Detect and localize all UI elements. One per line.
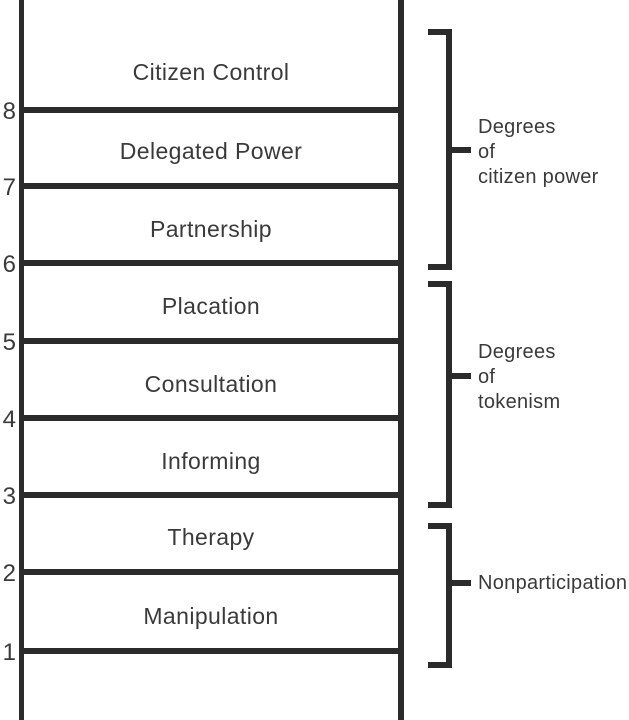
rung-number-7: 7 (2, 174, 16, 201)
step-label-manipulation: Manipulation (143, 603, 279, 629)
group-label-line: of (478, 141, 496, 163)
group-label-nonparticipation: Nonparticipation (478, 571, 627, 596)
rung-line-7 (19, 183, 404, 189)
rung-line-4 (19, 415, 404, 421)
group-label-citizen-power: Degrees of citizen power (478, 115, 599, 190)
group-label-line: tokenism (478, 391, 561, 413)
rung-number-4: 4 (2, 406, 16, 433)
rung-line-3 (19, 492, 404, 498)
rung-line-5 (19, 338, 404, 344)
bracket-nonparticipation (428, 523, 452, 668)
step-label-delegated-power: Delegated Power (119, 138, 303, 164)
group-label-line: Degrees (478, 116, 556, 138)
rung-number-3: 3 (2, 483, 16, 510)
rung-line-1 (19, 648, 404, 654)
rung-line-8 (19, 107, 404, 113)
rung-line-2 (19, 569, 404, 575)
group-label-line: Degrees (478, 341, 556, 363)
group-label-tokenism: Degrees of tokenism (478, 340, 560, 415)
rung-number-6: 6 (2, 251, 16, 278)
rung-number-5: 5 (2, 329, 16, 356)
bracket-nonparticipation-tick (452, 580, 471, 586)
group-label-line: citizen power (478, 166, 599, 188)
bracket-citizen-power (428, 29, 452, 270)
step-label-therapy: Therapy (167, 524, 255, 550)
step-label-partnership: Partnership (149, 216, 273, 242)
rung-number-8: 8 (2, 98, 16, 125)
bracket-tokenism-tick (452, 373, 471, 379)
step-label-consultation: Consultation (144, 371, 278, 397)
group-label-line: Nonparticipation (478, 572, 628, 594)
ladder-right-rail (398, 0, 404, 720)
rung-number-1: 1 (2, 639, 16, 666)
bracket-tokenism (428, 281, 452, 508)
bracket-citizen-power-tick (452, 147, 471, 153)
step-label-informing: Informing (161, 448, 261, 474)
group-label-line: of (478, 366, 496, 388)
step-label-citizen-control: Citizen Control (132, 59, 290, 85)
rung-number-2: 2 (2, 560, 16, 587)
ladder-left-rail (19, 0, 24, 720)
rung-line-6 (19, 260, 404, 266)
step-label-placation: Placation (161, 293, 261, 319)
